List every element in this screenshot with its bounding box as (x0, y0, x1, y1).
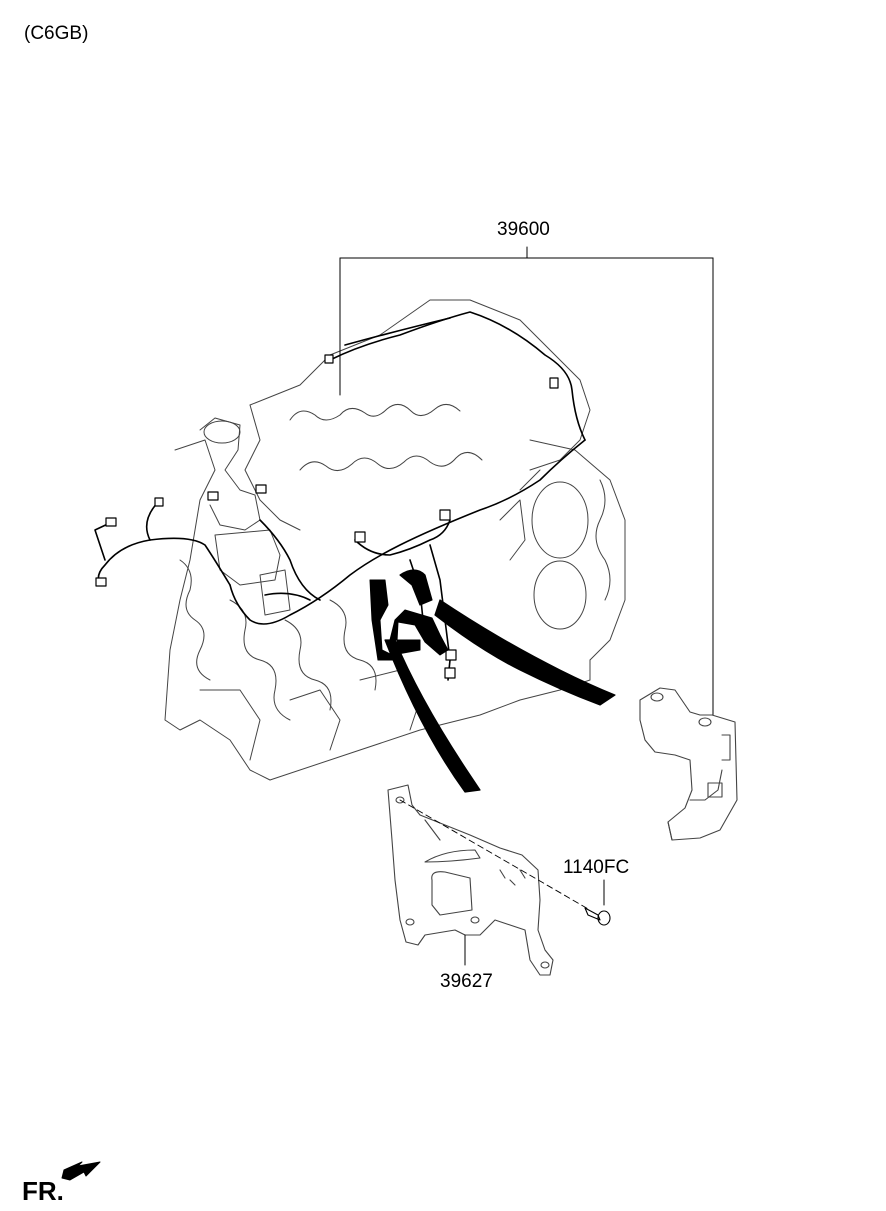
harness-connectors (95, 354, 559, 679)
harness-bracket-right (639, 687, 738, 841)
front-arrow-icon (61, 1161, 101, 1181)
harness-main-branches (369, 569, 616, 793)
mounting-bracket-39627 (387, 784, 554, 976)
part-number-bracket: 39627 (440, 971, 493, 992)
engine-block (164, 299, 626, 781)
bolt-alignment-line (399, 799, 591, 911)
front-direction-label: FR. (22, 1176, 64, 1206)
engine-code-label: (C6GB) (24, 23, 89, 44)
bolt-1140fc (584, 879, 611, 926)
leader-lines-39600 (339, 246, 714, 716)
part-number-bolt: 1140FC (563, 857, 630, 878)
part-number-harness: 39600 (497, 219, 550, 240)
